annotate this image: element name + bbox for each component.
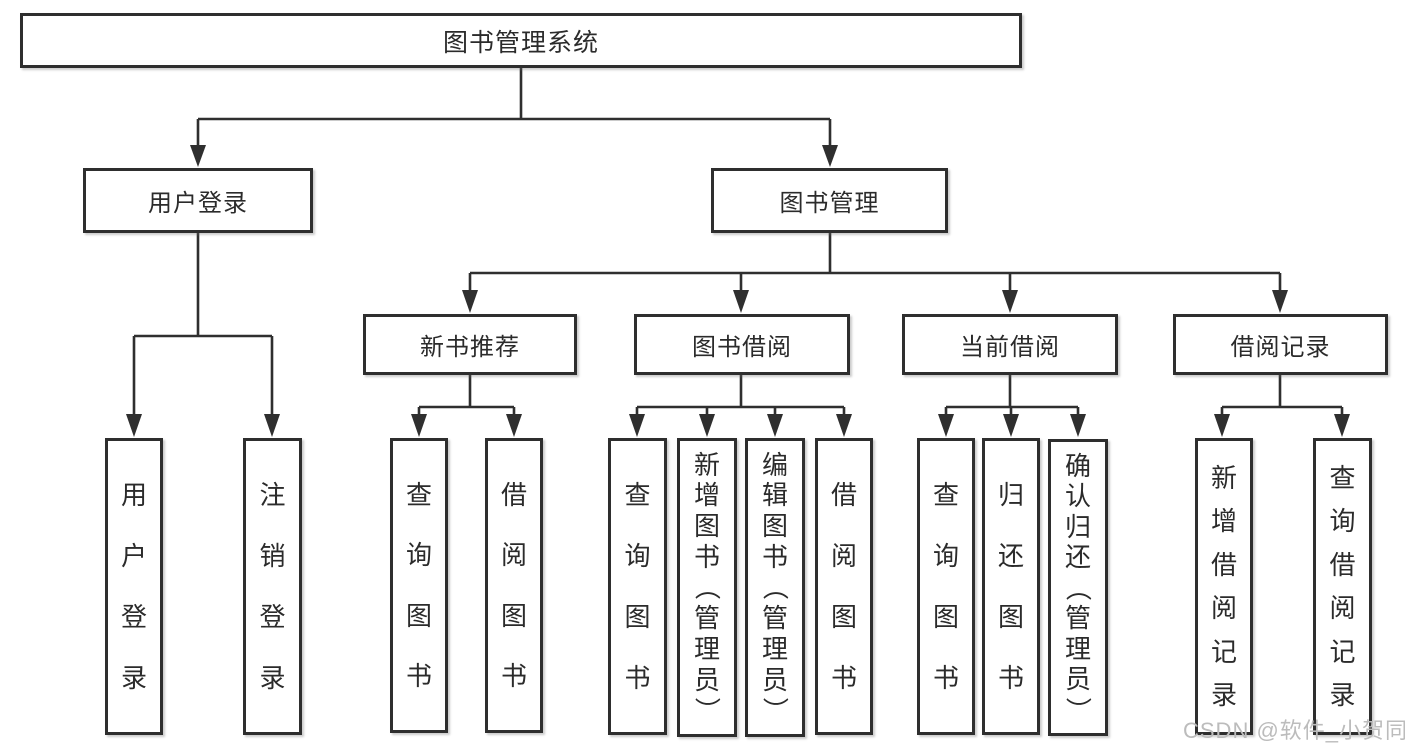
node-user-login: 用户登录 [83, 168, 313, 233]
node-label: 注销登录 [259, 480, 286, 693]
node-new-book-recommend: 新书推荐 [363, 314, 577, 375]
leaf-return-books: 归还图书 [982, 438, 1040, 735]
node-label: 用户登录 [120, 480, 147, 693]
node-label: 新增图书（管理员） [691, 449, 722, 724]
leaf-logout: 注销登录 [243, 438, 302, 735]
leaf-borrow-books-recommend: 借阅图书 [485, 438, 543, 733]
leaf-borrow-books: 借阅图书 [815, 438, 873, 735]
node-label: 查询图书 [624, 480, 651, 693]
leaf-add-books-admin: 新增图书（管理员） [677, 438, 737, 737]
node-label: 借阅图书 [500, 479, 527, 692]
node-label: 归还图书 [997, 480, 1024, 693]
node-label: 确认归还（管理员） [1062, 450, 1093, 723]
node-current-borrowing: 当前借阅 [902, 314, 1118, 375]
arrowheads [126, 145, 1350, 437]
node-label: 编辑图书（管理员） [759, 449, 790, 724]
node-label: 查询借阅记录 [1329, 462, 1356, 711]
leaf-edit-books-admin: 编辑图书（管理员） [745, 438, 805, 737]
node-book-management: 图书管理 [711, 168, 948, 233]
leaf-confirm-return-admin: 确认归还（管理员） [1048, 439, 1108, 736]
leaf-add-borrow-record: 新增借阅记录 [1195, 438, 1253, 735]
leaf-query-borrow-record: 查询借阅记录 [1313, 438, 1372, 735]
node-label: 新增借阅记录 [1210, 462, 1237, 711]
node-book-borrowing: 图书借阅 [634, 314, 850, 375]
node-root: 图书管理系统 [20, 13, 1022, 68]
leaf-query-books-borrowing: 查询图书 [608, 438, 667, 735]
leaf-user-login: 用户登录 [105, 438, 163, 735]
leaf-query-books-recommend: 查询图书 [390, 438, 448, 733]
csdn-watermark: CSDN @软件_小贺同学 [1183, 718, 1405, 743]
leaf-query-books-current: 查询图书 [917, 438, 975, 735]
node-borrowing-records: 借阅记录 [1173, 314, 1388, 375]
node-label: 查询图书 [932, 480, 959, 693]
node-label: 查询图书 [405, 479, 432, 692]
node-label: 借阅图书 [830, 480, 857, 693]
